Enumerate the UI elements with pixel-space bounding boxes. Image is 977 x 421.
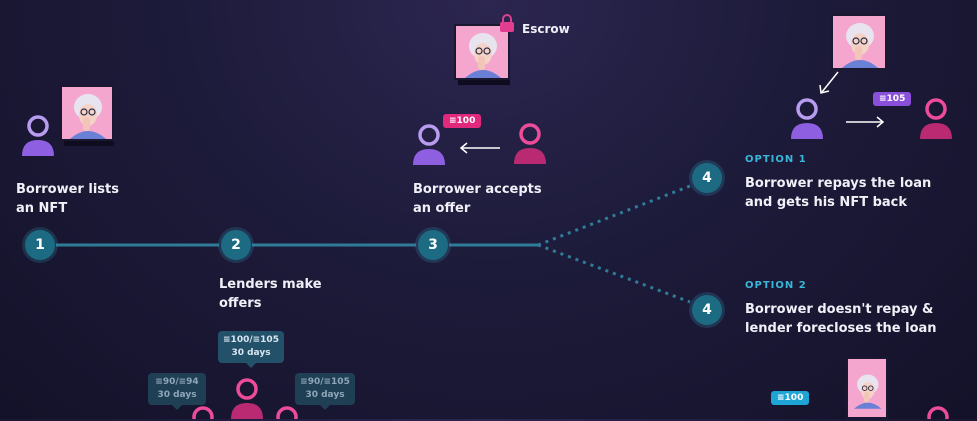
offer-term: 30 days [231,348,271,358]
lock-icon [500,14,514,32]
lender-user-icon-partial [927,406,949,419]
lender-user-icon [231,378,263,419]
nft-card-returned [831,14,887,70]
step-3-label: Borrower accepts an offer [413,182,542,216]
offer-bubble-center: ≡100/≡105 30 days [218,331,284,368]
offer-bubble-left: ≡90/≡94 30 days [148,373,206,410]
connector-branch-option2 [537,243,691,304]
nft-portrait-icon [465,33,501,78]
nft-shelf [458,80,510,85]
arrow-nft-return [821,71,839,93]
lender-user-icon [920,98,952,139]
offer-amount: ≡90/≡94 [155,377,199,387]
nft-portrait-icon [70,94,106,139]
repay-amount-badge: ≡105 [873,92,912,106]
nft-portrait-icon [854,374,882,409]
nft-card-listed [60,85,114,141]
step-4-option1-marker: 4 [692,163,722,193]
borrower-user-icon [413,124,445,165]
option-2-label: Borrower doesn't repay & lender foreclos… [745,302,937,336]
step-2-label: Lenders make offers [219,277,322,311]
offer-amount: ≡90/≡105 [300,377,350,387]
foreclose-amount-badge: ≡100 [771,391,810,405]
option-1-tag: OPTION 1 [745,154,807,165]
nft-card-foreclosed [846,357,888,419]
option-1-label: Borrower repays the loan and gets his NF… [745,176,932,210]
nft-portrait-icon [842,23,878,68]
offer-term: 30 days [305,390,345,400]
offer-bubble-right: ≡90/≡105 30 days [295,373,355,410]
nft-shelf [64,141,114,146]
offer-amount: ≡100/≡105 [223,335,279,345]
borrower-user-icon [791,98,823,139]
accept-amount-badge: ≡100 [443,114,482,128]
nft-card-escrow [454,24,510,80]
arrow-head-left [459,142,468,154]
connector-branch-option1 [537,184,691,247]
option-2-tag: OPTION 2 [745,280,807,291]
step-3-marker: 3 [418,230,448,260]
step-1-marker: 1 [25,230,55,260]
step-1-label: Borrower lists an NFT [16,182,119,216]
lender-user-icon [514,123,546,164]
lender-user-icon-partial [192,406,214,419]
arrow-head-right [876,116,885,128]
step-2-marker: 2 [221,230,251,260]
arrow-head-down [819,84,830,94]
borrower-user-icon [22,115,54,156]
escrow-label: Escrow [522,22,570,36]
lender-user-icon-partial [276,406,298,419]
step-4-option2-marker: 4 [692,295,722,325]
offer-term: 30 days [157,390,197,400]
